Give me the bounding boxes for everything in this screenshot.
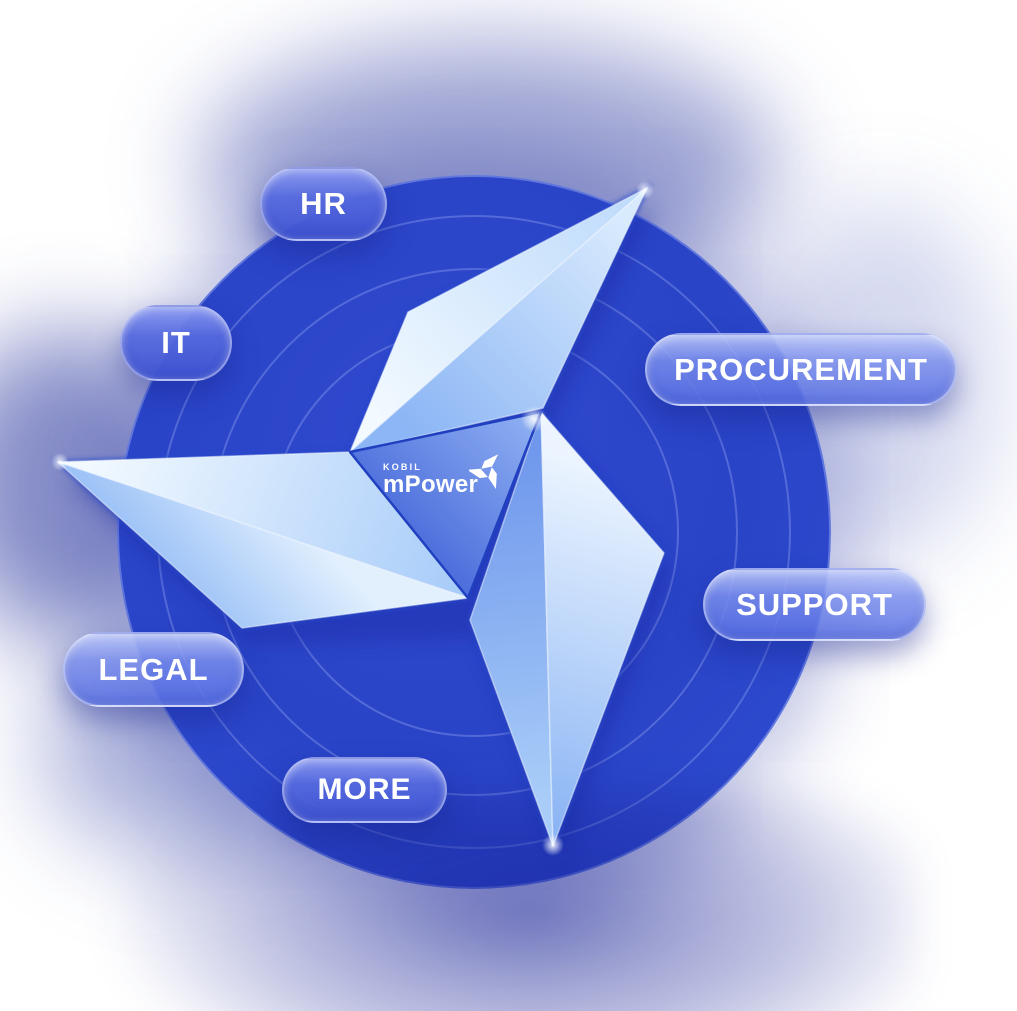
department-pill-it[interactable]: IT bbox=[120, 305, 232, 381]
pill-label-procurement: PROCUREMENT bbox=[674, 351, 928, 387]
department-pill-legal[interactable]: LEGAL bbox=[63, 632, 244, 707]
pill-label-more: MORE bbox=[317, 773, 412, 806]
brand-product-label: mPower bbox=[383, 471, 479, 498]
kobil-mpower-logo: KOBIL mPower bbox=[383, 454, 499, 498]
pill-label-support: SUPPORT bbox=[736, 586, 893, 622]
pill-label-it: IT bbox=[161, 325, 191, 360]
department-pill-procurement[interactable]: PROCUREMENT bbox=[645, 333, 957, 406]
department-pill-hr[interactable]: HR bbox=[260, 167, 387, 241]
bottom-shadow bbox=[110, 790, 920, 1011]
pill-label-legal: LEGAL bbox=[98, 651, 209, 687]
mpower-pinwheel-icon bbox=[469, 454, 499, 490]
pill-label-hr: HR bbox=[300, 186, 347, 221]
department-pill-support[interactable]: SUPPORT bbox=[703, 568, 926, 641]
department-pill-more[interactable]: MORE bbox=[282, 757, 447, 823]
outer-ring bbox=[157, 215, 791, 849]
